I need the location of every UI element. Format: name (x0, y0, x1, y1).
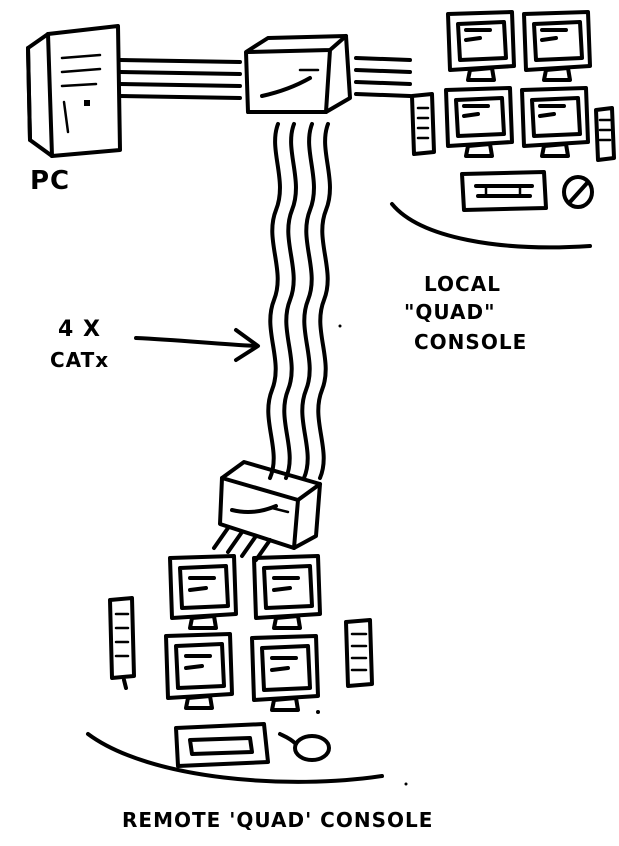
keyboard-icon (462, 172, 546, 210)
remote-monitor-3 (166, 634, 232, 708)
pc-tower-icon (28, 26, 120, 156)
stray-mark (339, 325, 342, 328)
mouse-icon (564, 177, 592, 207)
catx-cable-bundle (268, 124, 330, 478)
mouse-icon (280, 734, 329, 760)
local-console-label-line1: LOCAL (424, 274, 501, 295)
speaker-icon (596, 108, 614, 160)
pc-label: PC (30, 168, 70, 195)
local-console-label-line3: CONSOLE (414, 332, 527, 353)
speaker-icon (346, 620, 372, 686)
arrow-right-icon (136, 330, 258, 360)
local-monitor-2 (524, 12, 590, 80)
remote-monitor-1 (170, 556, 236, 628)
remote-console-arc (88, 734, 382, 782)
stray-mark (405, 783, 408, 786)
keyboard-icon (176, 724, 268, 766)
local-monitor-3 (446, 88, 512, 156)
remote-console-label: REMOTE 'QUAD' CONSOLE (122, 810, 433, 831)
kvm-extender-transmitter-icon (246, 36, 350, 112)
cable-count-label: 4 x (58, 318, 101, 341)
cable-type-label: CATx (50, 350, 109, 371)
stray-mark (316, 710, 320, 714)
local-monitor-4 (522, 88, 588, 156)
remote-monitor-2 (254, 556, 320, 628)
speaker-icon (110, 598, 134, 688)
local-console-label-line2: "QUAD" (404, 302, 496, 323)
speaker-icon (412, 94, 434, 154)
remote-monitor-4 (252, 636, 318, 710)
monitor-cable-bundle (356, 58, 410, 96)
pc-cable-bundle (120, 60, 240, 98)
local-monitor-1 (448, 12, 514, 80)
